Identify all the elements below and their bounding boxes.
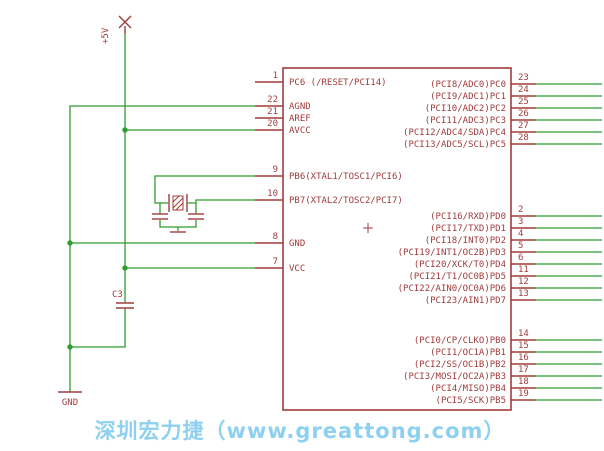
junction-dot: [67, 240, 73, 246]
pin-label: GND: [289, 239, 305, 249]
pin-label: (PCI22/AIN0/OC0A)PD6: [398, 284, 506, 294]
pin-label: (PCI10/ADC2)PC2: [425, 104, 506, 114]
pin-label: PB7(XTAL2/TOSC2/PCI7): [289, 196, 403, 206]
c3-label: C3: [112, 290, 123, 300]
ic-body: [282, 67, 512, 411]
pin-number: 12: [518, 277, 529, 287]
gnd-symbol: GND: [58, 391, 82, 408]
pin-number: 25: [518, 97, 529, 107]
pin-number: 26: [518, 109, 529, 119]
pin-number: 28: [518, 133, 529, 143]
pin-number: 27: [518, 121, 529, 131]
capacitor-c3: C3: [112, 290, 134, 309]
net-xtal2: [188, 199, 255, 204]
pin-number: 16: [518, 353, 529, 363]
pin-number: 5: [518, 241, 523, 251]
junction-dot: [122, 127, 128, 133]
pin-number: 8: [273, 232, 278, 242]
pin-label: (PCI8/ADC0)PC0: [430, 80, 506, 90]
pin-number: 6: [518, 253, 523, 263]
pin-number: 24: [518, 85, 529, 95]
junction-dot: [67, 344, 73, 350]
pin-number: 4: [518, 229, 523, 239]
pin-label: (PCI0/CP/CLKO)PB0: [414, 336, 506, 346]
pin-number: 3: [518, 217, 523, 227]
pin-label: PB6(XTAL1/TOSC1/PCI6): [289, 172, 403, 182]
pin-label: AREF: [289, 114, 311, 124]
pin-label: (PCI1/OC1A)PB1: [430, 348, 506, 358]
pin-number: 17: [518, 365, 529, 375]
pin-number: 15: [518, 341, 529, 351]
pin-label: (PCI2/SS/OC1B)PB2: [414, 360, 506, 370]
pin-label: (PCI12/ADC4/SDA)PC4: [403, 128, 506, 138]
watermark-text: 深圳宏力捷（www.greattong.com）: [95, 419, 506, 443]
pin-label: (PCI23/AIN1)PD7: [425, 296, 506, 306]
pin-number: 13: [518, 289, 529, 299]
pin-number: 9: [273, 165, 278, 175]
junctions: [67, 127, 128, 350]
net-c3-gnd: [70, 308, 126, 348]
pin-label: PC6 (/RESET/PCI14): [289, 78, 387, 88]
5v-cross-stroke: [118, 15, 132, 29]
crystal-hatch: [172, 195, 180, 203]
pin-label: VCC: [289, 264, 305, 274]
pin-number: 14: [518, 329, 529, 339]
pin-label: AVCC: [289, 126, 311, 136]
pin-number: 19: [518, 389, 529, 399]
pin-number: 10: [267, 189, 278, 199]
pin-label: (PCI19/INT1/OC2B)PD3: [398, 248, 506, 258]
crystal-hatch: [175, 202, 184, 211]
net-xtal1: [154, 175, 255, 204]
pin-label: (PCI5/SCK)PB5: [436, 396, 506, 406]
net-agnd-gnd-rail: [69, 105, 255, 392]
pin-number: 1: [273, 71, 278, 81]
pin-label: (PCI4/MISO)PB4: [430, 384, 506, 394]
gnd-label: GND: [62, 398, 78, 408]
pin-label: (PCI20/XCK/T0)PD4: [414, 260, 506, 270]
load-capacitors: [152, 213, 204, 233]
junction-dot: [122, 265, 128, 271]
pin-number: 20: [267, 119, 278, 129]
pin-label: (PCI18/INT0)PD2: [425, 236, 506, 246]
nets: [69, 34, 255, 392]
pin-number: 2: [518, 205, 523, 215]
power-5v-symbol: +5V: [101, 15, 132, 44]
pin-label: (PCI17/TXD)PD1: [430, 224, 506, 234]
pin-label: AGND: [289, 102, 311, 112]
pin-number: 18: [518, 377, 529, 387]
5v-label: +5V: [101, 27, 111, 44]
ic-symbol: [282, 67, 512, 411]
pin-number: 7: [273, 257, 278, 267]
pin-number: 23: [518, 73, 529, 83]
crystal-hatch: [172, 197, 184, 209]
pin-number: 21: [267, 107, 278, 117]
pin-number: 22: [267, 95, 278, 105]
pin-label: (PCI16/RXD)PD0: [430, 212, 506, 222]
crystal: [168, 194, 188, 212]
pin-label: (PCI3/MOSI/OC2A)PB3: [403, 372, 506, 382]
pin-label: (PCI21/T1/OC0B)PD5: [408, 272, 506, 282]
pin-label: (PCI9/ADC1)PC1: [430, 92, 506, 102]
pin-label: (PCI11/ADC3)PC3: [425, 116, 506, 126]
pin-number: 11: [518, 265, 529, 275]
pin-label: (PCI13/ADC5/SCL)PC5: [403, 140, 506, 150]
